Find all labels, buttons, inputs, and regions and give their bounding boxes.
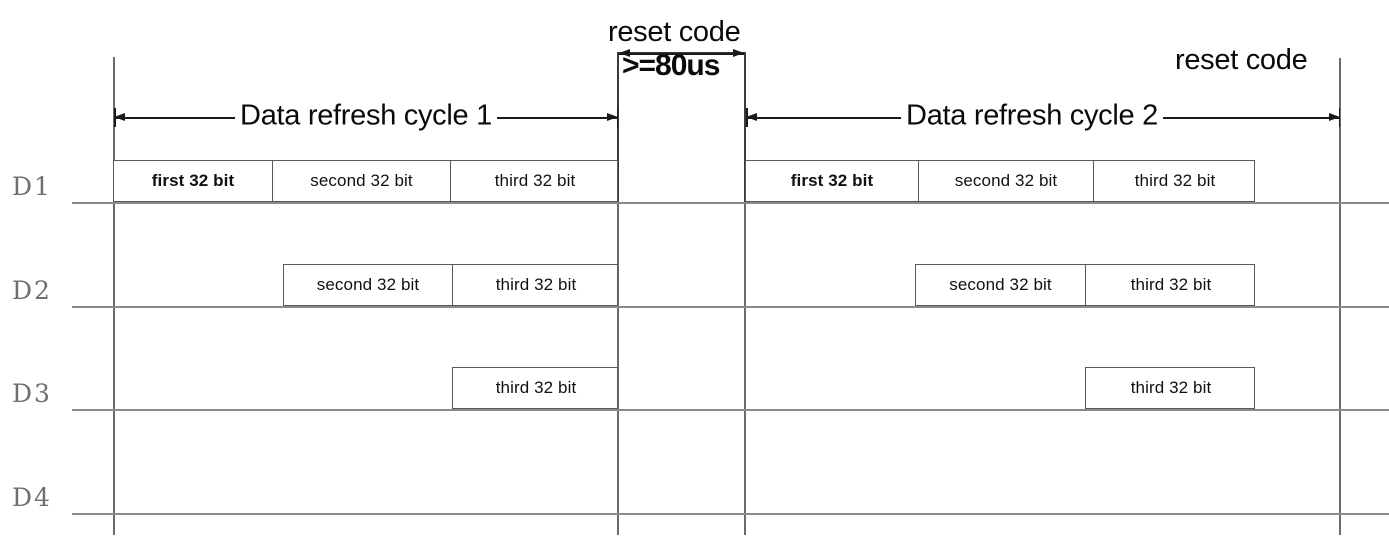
packet-cell: third 32 bit [1130,275,1212,294]
arrow-head-right-icon [1329,113,1340,121]
reset-code-top-label: reset code [608,16,741,48]
packet-cell: third 32 bit [494,171,576,190]
cycle1-label: Data refresh cycle 1 [235,99,497,133]
packet-cell: third 32 bit [1130,378,1212,397]
packet-row-d3-cycle2: third 32 bit [1085,367,1255,409]
cycle2-end-guide-line [1339,58,1341,535]
packet-cell: third 32 bit [495,275,577,294]
arrow-tick-right [1338,108,1340,127]
packet-row-d3-cycle1: third 32 bit [452,367,618,409]
packet-cell: third 32 bit [495,378,577,397]
packet-row-d2-cycle2: second 32 bit third 32 bit [915,264,1255,306]
arrow-tick-left [114,108,116,127]
reset-pulse-right-guide-line [744,52,746,535]
arrow-tick-left [746,108,748,127]
packet-cell: second 32 bit [916,265,1086,305]
arrow-head-right-icon [607,113,618,121]
channel-label-d2: D2 [12,276,52,305]
reset-pulse-dimension-arrow [619,49,744,57]
channel-label-d4: D4 [12,483,52,512]
channel-label-d1: D1 [12,172,52,201]
arrow-head-left-icon [619,49,630,57]
baseline-d4 [72,513,1389,515]
cycle1-start-guide-line [113,57,115,535]
packet-cell: second 32 bit [919,161,1094,201]
packet-cell: first 32 bit [746,161,919,201]
arrow-tick-right [616,108,618,127]
packet-cell: second 32 bit [273,161,451,201]
reset-pulse-box [617,52,746,202]
reset-duration-label: >=80us [622,49,720,82]
baseline-d1 [72,202,1389,204]
arrow-head-right-icon [733,49,744,57]
arrow-head-left-icon [746,113,757,121]
cycle2-label: Data refresh cycle 2 [901,99,1163,133]
packet-cell: third 32 bit [1134,171,1216,190]
reset-pulse-left-guide-line [617,52,619,535]
channel-label-d3: D3 [12,379,52,408]
packet-row-d2-cycle1: second 32 bit third 32 bit [283,264,618,306]
reset-code-right-label: reset code [1175,44,1308,76]
arrow-head-left-icon [114,113,125,121]
packet-cell: first 32 bit [114,161,273,201]
arrow-shaft [619,53,744,55]
baseline-d3 [72,409,1389,411]
packet-cell: second 32 bit [284,265,453,305]
baseline-d2 [72,306,1389,308]
